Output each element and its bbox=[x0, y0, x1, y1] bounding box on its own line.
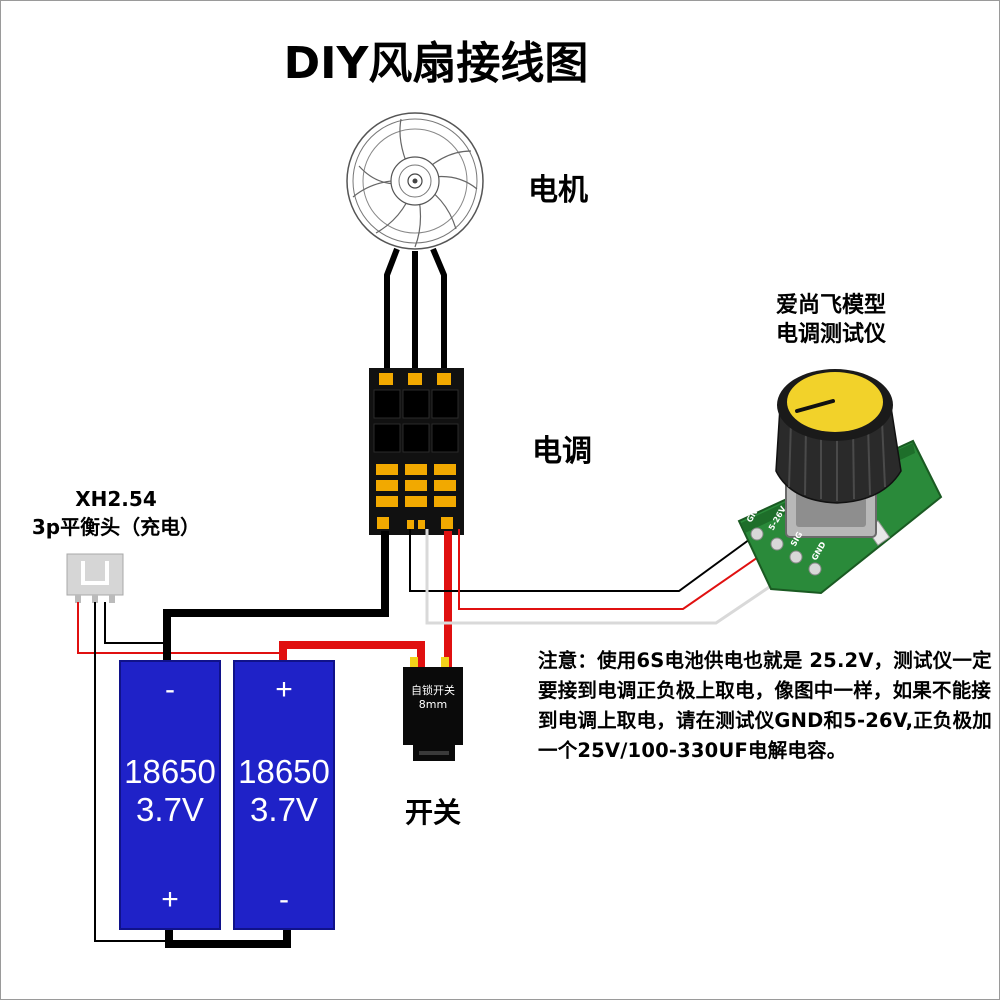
battery-2-top-terminal: + bbox=[275, 673, 293, 706]
esc-board bbox=[369, 368, 464, 535]
diagram-title: DIY风扇接线图 bbox=[283, 38, 589, 89]
battery-1-voltage: 3.7V bbox=[136, 791, 204, 828]
balance-connector-label-line1: XH2.54 bbox=[75, 487, 157, 511]
switch-body-line2: 8mm bbox=[418, 698, 448, 711]
wiring-note: 注意：使用6S电池供电也就是 25.2V，测试仪一定要接到电调正负极上取电，像图… bbox=[538, 649, 992, 762]
battery-1-model: 18650 bbox=[124, 753, 216, 790]
esc-label: 电调 bbox=[532, 434, 592, 469]
battery-2-model: 18650 bbox=[238, 753, 330, 790]
battery-2-voltage: 3.7V bbox=[250, 791, 318, 828]
motor-label: 电机 bbox=[528, 173, 588, 208]
switch-body-graphic bbox=[403, 657, 463, 761]
xh-connector bbox=[66, 553, 124, 603]
switch-body-line1: 自锁开关 bbox=[411, 684, 455, 697]
power-wires bbox=[163, 531, 452, 948]
battery-1-top-terminal: - bbox=[165, 673, 175, 706]
tester-device bbox=[737, 369, 943, 595]
motor-drawing bbox=[346, 112, 484, 250]
tester-wires bbox=[409, 529, 797, 625]
balance-connector-label-line2: 3p平衡头（充电） bbox=[31, 515, 201, 539]
switch-body-text: 自锁开关 8mm bbox=[403, 684, 463, 712]
battery-2-spec: 18650 3.7V bbox=[234, 753, 334, 829]
tester-label: 爱尚飞模型 电调测试仪 bbox=[746, 291, 916, 349]
switch-label: 开关 bbox=[405, 796, 462, 829]
battery-cells bbox=[119, 660, 335, 930]
motor-wires bbox=[384, 247, 447, 377]
balance-wires bbox=[77, 602, 284, 942]
battery-1-spec: 18650 3.7V bbox=[120, 753, 220, 829]
tester-label-line1: 爱尚飞模型 bbox=[775, 293, 886, 318]
tester-label-line2: 电调测试仪 bbox=[775, 322, 886, 347]
battery-1-bottom-terminal: + bbox=[161, 883, 179, 916]
balance-connector-label: XH2.54 3p平衡头（充电） bbox=[21, 485, 211, 541]
battery-2-bottom-terminal: - bbox=[279, 883, 289, 916]
